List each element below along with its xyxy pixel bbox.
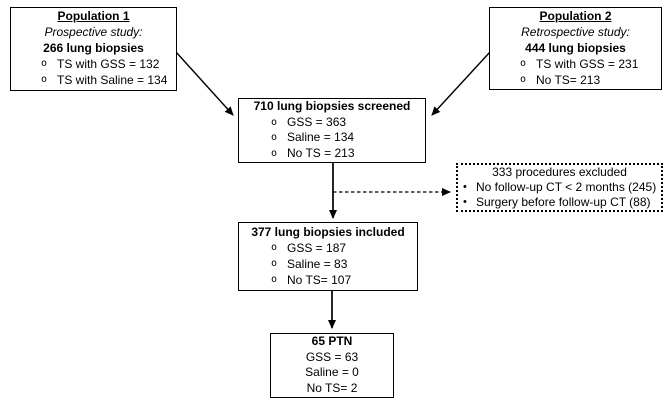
list-item-text: Saline = 83 [287, 257, 348, 271]
list-item: o Saline = 134 [239, 130, 425, 146]
solid-bullet-icon: • [463, 196, 467, 208]
list-item-text: No TS= 213 [536, 73, 601, 87]
list-item: • Surgery before follow-up CT (88) [458, 195, 661, 210]
list-item-text: TS with Saline = 134 [57, 73, 168, 87]
arrow-pop2-to-screened [431, 51, 491, 116]
list-item-text: No follow-up CT < 2 months (245) [476, 180, 657, 194]
population2-total: 444 lung biopsies [525, 41, 626, 55]
hollow-bullet-icon: o [271, 147, 278, 159]
hollow-bullet-icon: o [41, 74, 48, 85]
list-item: • No follow-up CT < 2 months (245) [458, 180, 661, 195]
hollow-bullet-icon: o [520, 58, 527, 69]
hollow-bullet-icon: o [271, 132, 278, 143]
population2-title: Population 2 [539, 9, 612, 23]
list-item-text: No TS= 107 [287, 273, 352, 287]
population1-title: Population 1 [57, 9, 130, 23]
final-line: No TS= 2 [306, 380, 358, 395]
arrow-pop1-to-screened [175, 51, 234, 116]
list-item: o No TS= 107 [239, 272, 417, 288]
list-item: o TS with GSS = 132 [11, 56, 176, 72]
list-item: o TS with GSS = 231 [490, 56, 661, 72]
population1-subtitle: Prospective study: [44, 25, 143, 39]
list-item-text: GSS = 363 [287, 114, 347, 129]
list-item-text: No TS = 213 [287, 145, 355, 160]
list-item: o Saline = 83 [239, 256, 417, 272]
list-item: o No TS= 213 [490, 72, 661, 88]
screened-title: 710 lung biopsies screened [253, 99, 411, 113]
list-item-text: Saline = 134 [287, 130, 355, 144]
final-box: 65 PTN GSS = 63 Saline = 0 No TS= 2 [270, 333, 394, 398]
screened-box: 710 lung biopsies screened o GSS = 363 o… [238, 98, 426, 163]
hollow-bullet-icon: o [271, 274, 278, 285]
list-item-text: TS with GSS = 231 [536, 57, 639, 71]
population1-total: 266 lung biopsies [43, 41, 144, 55]
hollow-bullet-icon: o [271, 116, 278, 128]
list-item: o GSS = 363 [239, 115, 425, 131]
hollow-bullet-icon: o [271, 258, 278, 269]
hollow-bullet-icon: o [41, 58, 48, 69]
list-item-text: GSS = 187 [287, 241, 347, 255]
population2-subtitle: Retrospective study: [521, 25, 630, 39]
final-title: 65 PTN [311, 334, 353, 348]
final-line: Saline = 0 [305, 365, 359, 379]
solid-bullet-icon: • [463, 181, 467, 193]
list-item: o TS with Saline = 134 [11, 72, 176, 88]
final-line: GSS = 63 [305, 349, 359, 364]
included-box: 377 lung biopsies included o GSS = 187 o… [238, 222, 418, 291]
hollow-bullet-icon: o [271, 242, 278, 253]
list-item: o GSS = 187 [239, 240, 417, 256]
included-title: 377 lung biopsies included [251, 225, 405, 239]
excluded-box: 333 procedures excluded • No follow-up C… [456, 163, 663, 212]
population1-box: Population 1 Prospective study: 266 lung… [10, 7, 177, 91]
excluded-title: 333 procedures excluded [492, 165, 627, 179]
hollow-bullet-icon: o [520, 74, 527, 85]
list-item: o No TS = 213 [239, 146, 425, 162]
population2-box: Population 2 Retrospective study: 444 lu… [489, 7, 662, 90]
list-item-text: TS with GSS = 132 [57, 57, 160, 71]
list-item-text: Surgery before follow-up CT (88) [476, 195, 651, 209]
